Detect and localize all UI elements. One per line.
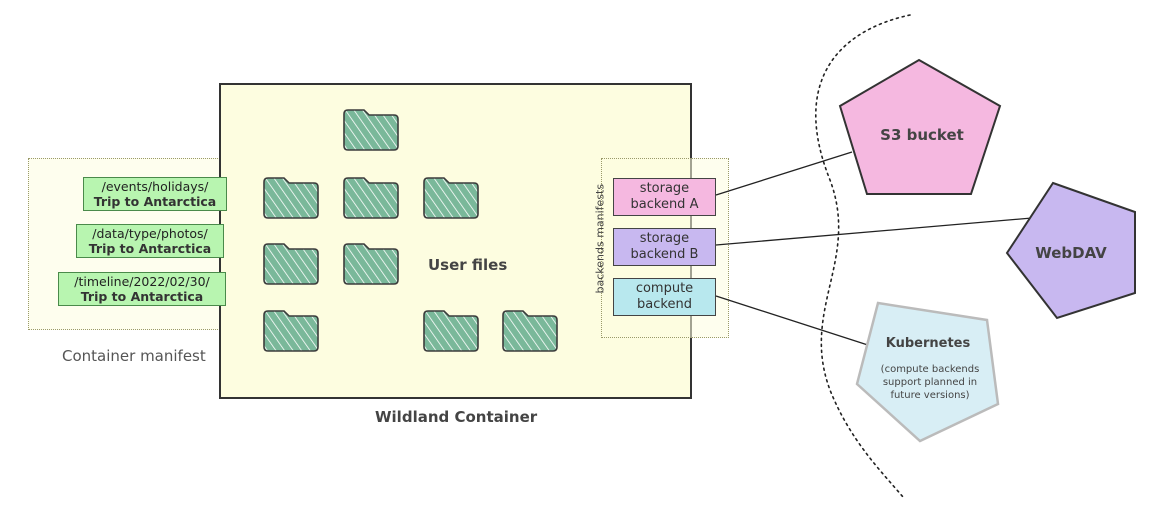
backend-line2: backend	[637, 297, 692, 312]
folder-icon	[343, 109, 399, 151]
kubernetes-note: (compute backends support planned in fut…	[864, 363, 996, 402]
folder-icon	[423, 310, 479, 352]
storage-backend-a: storage backend A	[613, 178, 716, 216]
user-files-label: User files	[428, 256, 508, 274]
backend-line1: compute	[635, 281, 694, 296]
compute-backend: compute backend	[613, 278, 716, 316]
backend-line1: storage	[639, 181, 690, 196]
connector-kubernetes	[715, 295, 875, 348]
path-tag-name: Trip to Antarctica	[93, 194, 217, 209]
path-tag-name: Trip to Antarctica	[88, 241, 212, 256]
path-tag-name: Trip to Antarctica	[80, 289, 204, 304]
container-manifest-label: Container manifest	[62, 347, 206, 365]
webdav-shape	[1005, 181, 1136, 320]
kubernetes-shape	[855, 301, 1000, 443]
path-tag-photos: /data/type/photos/ Trip to Antarctica	[76, 224, 224, 258]
kubernetes-label: Kubernetes	[885, 336, 971, 351]
path-tag-holidays: /events/holidays/ Trip to Antarctica	[83, 177, 227, 211]
wildland-container-label: Wildland Container	[375, 408, 538, 426]
kubernetes-note-line: support planned in	[882, 377, 978, 388]
path-tag-path: /timeline/2022/02/30/	[74, 274, 210, 289]
backend-line2: backend B	[630, 247, 699, 262]
kubernetes-note-line: (compute backends	[880, 364, 980, 375]
connector-s3	[715, 151, 853, 196]
s3-bucket-shape	[838, 58, 1002, 195]
folder-icon	[423, 177, 479, 219]
kubernetes-note-line: future versions)	[890, 390, 970, 401]
webdav-label: WebDAV	[1035, 244, 1107, 262]
folder-icon	[343, 243, 399, 285]
folder-icon	[343, 177, 399, 219]
folder-icon	[263, 243, 319, 285]
folder-icon	[502, 310, 558, 352]
connector-webdav	[715, 217, 1033, 246]
backend-line1: storage	[639, 231, 690, 246]
folder-icon	[263, 310, 319, 352]
s3-bucket-label: S3 bucket	[880, 126, 964, 144]
folder-icon	[263, 177, 319, 219]
network-boundary	[814, 14, 911, 498]
path-tag-path: /data/type/photos/	[92, 226, 208, 241]
path-tag-path: /events/holidays/	[101, 179, 209, 194]
storage-backend-b: storage backend B	[613, 228, 716, 266]
path-tag-timeline: /timeline/2022/02/30/ Trip to Antarctica	[58, 272, 226, 306]
backend-line2: backend A	[630, 197, 699, 212]
